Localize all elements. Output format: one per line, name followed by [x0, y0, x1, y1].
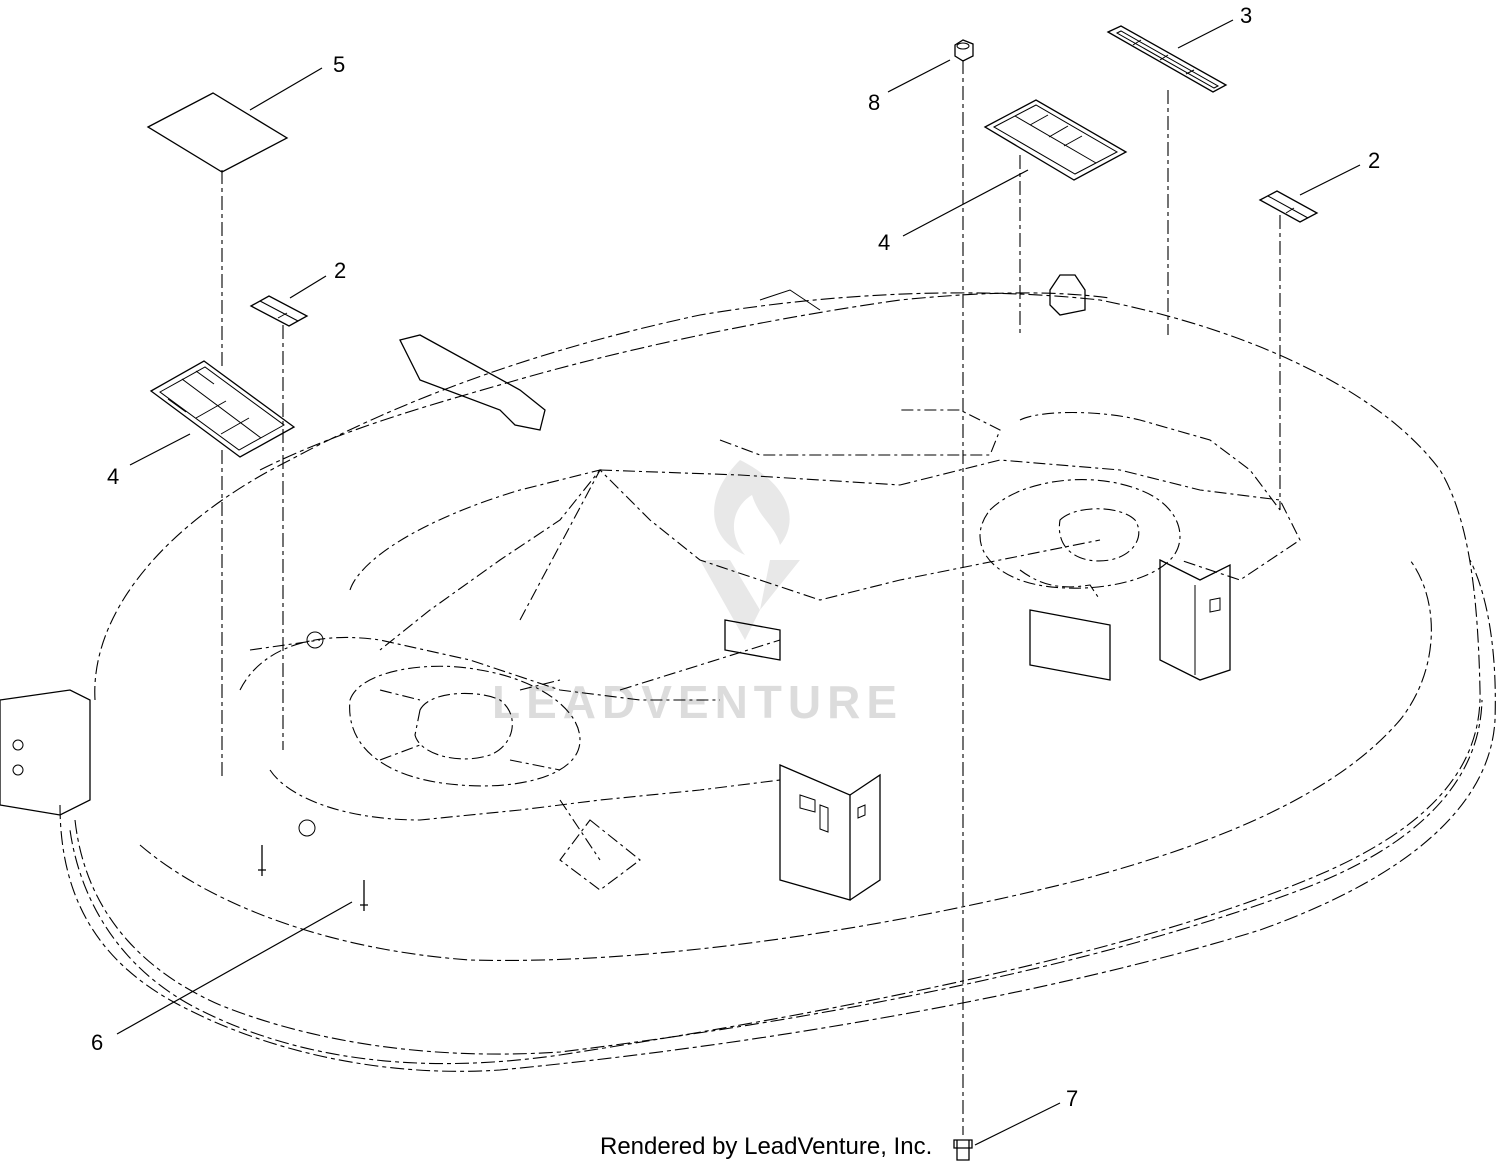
- decal-5: [146, 92, 289, 173]
- callout-7: 7: [1066, 1086, 1078, 1111]
- right-spindle: [979, 479, 1181, 601]
- left-nut-top: [306, 631, 324, 649]
- render-credit: Rendered by LeadVenture, Inc.: [600, 1133, 932, 1160]
- decal-2-left: [249, 295, 309, 327]
- leader-4-left: [129, 433, 191, 466]
- callout-3: 3: [1240, 3, 1252, 28]
- decal-2-right: [1258, 190, 1319, 223]
- callout-8: 8: [868, 90, 880, 115]
- leader-7: [974, 1102, 1061, 1146]
- left-spindle: [249, 631, 781, 861]
- leader-3: [1177, 19, 1234, 49]
- leader-6: [116, 901, 353, 1035]
- leader-8: [887, 59, 951, 93]
- nut-item-8: [954, 39, 974, 62]
- callout-2-left: 2: [334, 258, 346, 283]
- callout-5: 5: [333, 52, 345, 77]
- deck-brackets: [0, 274, 1231, 901]
- leader-2-right: [1299, 164, 1361, 196]
- bolt-item-7: [953, 1139, 973, 1161]
- callout-6: 6: [91, 1030, 103, 1055]
- decal-3: [1106, 25, 1228, 93]
- left-nut-bottom: [298, 819, 316, 837]
- mower-deck-housing: [59, 292, 1496, 1072]
- callout-2-right: 2: [1368, 148, 1380, 173]
- leadventure-watermark: LEADVENTURE: [492, 460, 903, 728]
- decal-4-right: [983, 99, 1128, 181]
- leader-2-left: [289, 275, 327, 299]
- leader-5: [249, 67, 323, 111]
- callout-4-right: 4: [878, 230, 890, 255]
- leader-4-right: [902, 169, 1029, 237]
- watermark-text: LEADVENTURE: [492, 676, 903, 728]
- rivets-item-6: [258, 845, 368, 911]
- decal-4-left: [149, 360, 296, 458]
- callout-4-left: 4: [107, 464, 119, 489]
